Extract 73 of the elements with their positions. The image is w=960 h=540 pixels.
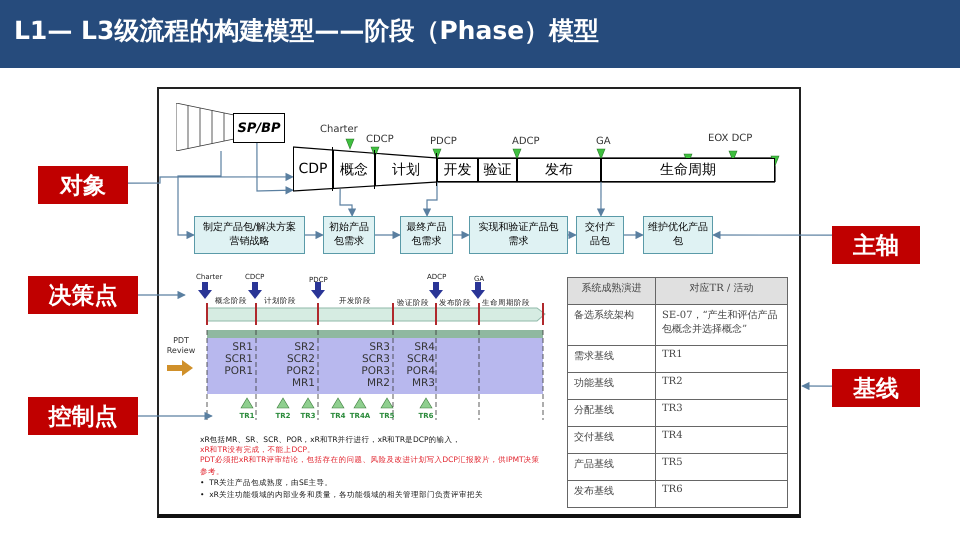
- arrow: [138, 412, 213, 420]
- review-code: MR1: [292, 377, 315, 389]
- decision-point-label: Charter: [320, 124, 358, 136]
- decision-point-label: CDCP: [366, 134, 394, 146]
- review-label: PDT Review: [166, 336, 196, 356]
- title: L1— L3级流程的构建模型——阶段（Phase）模型: [14, 15, 600, 47]
- review-code: SR3: [369, 341, 390, 353]
- table-cell: TR3: [656, 400, 788, 426]
- table-cell: 功能基线: [568, 372, 656, 400]
- table-cell: 产品基线: [568, 454, 656, 480]
- process-box: 实现和验证产品包需求: [469, 216, 568, 254]
- decision-point-tag: 决策点: [28, 276, 138, 314]
- review-code: POR4: [406, 365, 435, 377]
- arrow: [375, 230, 401, 240]
- table-cell: 发布基线: [568, 480, 656, 508]
- table-cell: TR5: [656, 454, 788, 480]
- arrow: [801, 382, 832, 390]
- object-tag: 对象: [38, 166, 128, 204]
- table-cell: TR6: [656, 480, 788, 508]
- main-axis-tag: 主轴: [832, 226, 920, 264]
- control-point-tag: 控制点: [28, 397, 138, 435]
- review-code: MR3: [412, 377, 435, 389]
- arrow: [128, 172, 294, 184]
- review-code: SR1: [232, 341, 253, 353]
- review-code: SCR4: [407, 353, 435, 365]
- arrow: [712, 230, 832, 240]
- table-cell: 交付基线: [568, 426, 656, 454]
- table-cell: 需求基线: [568, 346, 656, 372]
- decision-point-label: GA: [596, 136, 611, 148]
- table-cell: 备选系统架构: [568, 304, 656, 346]
- process-box: 交付产品包: [576, 216, 624, 254]
- arrow: [305, 230, 324, 240]
- review-code: SR2: [294, 341, 315, 353]
- review-code: SCR3: [362, 353, 390, 365]
- arrow: [177, 151, 222, 240]
- table-cell: TR2: [656, 372, 788, 400]
- decision-point-label: EOX DCP: [708, 133, 752, 145]
- phase-box: CDP: [293, 147, 333, 191]
- table-cell: SE-07，“产生和评估产品包概念并选择概念”: [656, 304, 788, 346]
- review-code: SR4: [414, 341, 435, 353]
- phase-box: 开发: [437, 158, 478, 182]
- arrow: [339, 189, 356, 217]
- process-box: 制定产品包/解决方案营销战略: [194, 216, 305, 254]
- arrow: [453, 230, 470, 240]
- phase-box: 验证: [478, 158, 517, 182]
- table-header-cell: 系统成熟演进: [568, 278, 656, 304]
- arrow: [138, 290, 186, 300]
- review-code: POR2: [286, 365, 315, 377]
- review-code: POR1: [224, 365, 253, 377]
- decision-point-label: ADCP: [512, 136, 540, 148]
- phase-box: 概念: [333, 150, 375, 189]
- funnel-drawing: [176, 103, 234, 151]
- phase-box: 生命周期: [601, 158, 775, 182]
- arrow: [596, 182, 606, 217]
- table-cell: TR1: [656, 346, 788, 372]
- process-box: 最终产品包需求: [400, 216, 453, 254]
- decision-point-label: PDCP: [430, 136, 457, 148]
- review-code: MR2: [366, 377, 390, 389]
- table-cell: TR4: [656, 426, 788, 454]
- process-box: 维护优化产品包: [643, 216, 713, 254]
- baseline-tag: 基线: [832, 369, 920, 407]
- strategy-box: SP/BP: [233, 113, 285, 143]
- arrow: [422, 182, 438, 217]
- phase-box: 发布: [517, 158, 601, 182]
- arrow: [568, 230, 577, 240]
- arrow: [256, 143, 294, 194]
- arrow: [624, 230, 644, 240]
- table-cell: 分配基线: [568, 400, 656, 426]
- review-code: SCR2: [287, 353, 315, 365]
- review-code: POR3: [361, 365, 390, 377]
- table-header-cell: 对应TR / 活动: [656, 278, 788, 304]
- review-code: SCR1: [225, 353, 253, 365]
- process-box: 初始产品包需求: [323, 216, 375, 254]
